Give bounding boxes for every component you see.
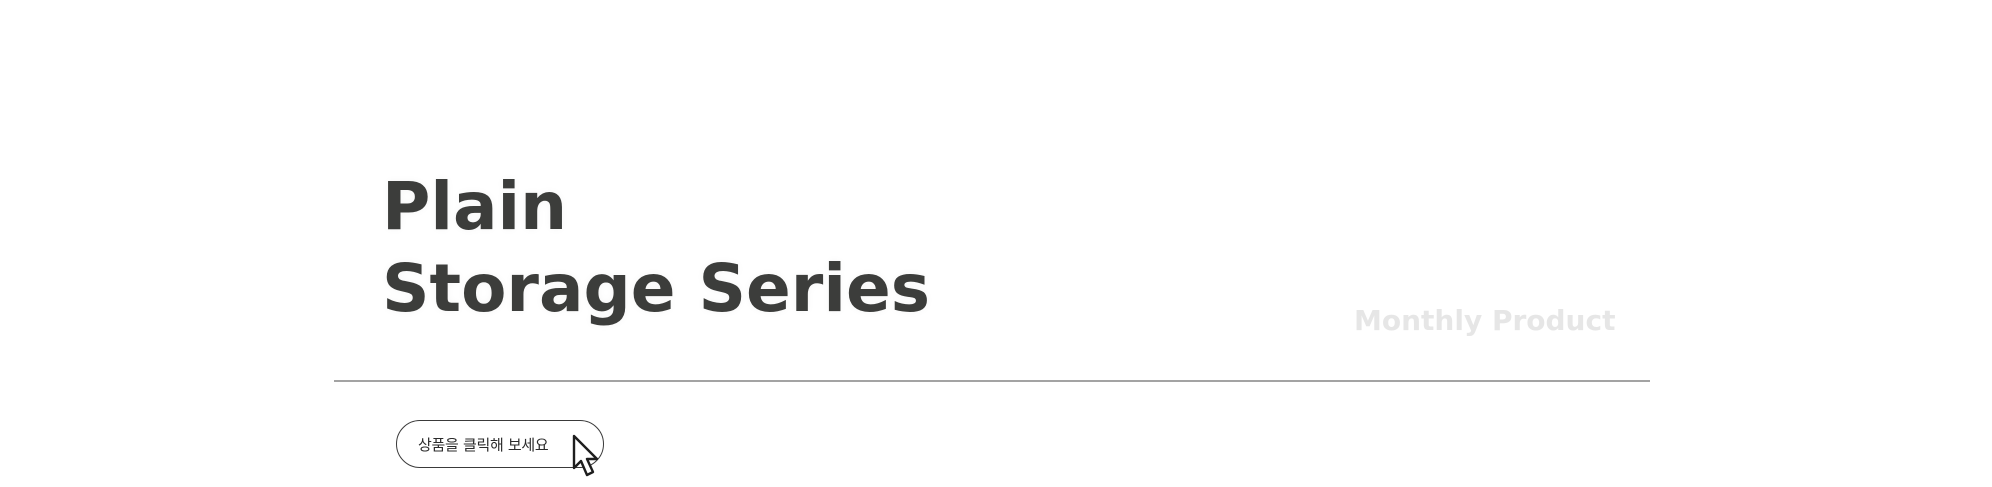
title-line-storage-series: Storage Series xyxy=(382,250,931,327)
title-line-plain: Plain xyxy=(382,168,568,245)
mouse-pointer-icon xyxy=(572,434,599,477)
click-product-button-label: 상품을 클릭해 보세요 xyxy=(418,435,549,454)
section-divider xyxy=(334,380,1650,382)
page-title: Plain Storage Series xyxy=(382,166,930,330)
click-product-button[interactable]: 상품을 클릭해 보세요 xyxy=(396,420,604,468)
monthly-product-label: Monthly Product xyxy=(1354,304,1616,337)
